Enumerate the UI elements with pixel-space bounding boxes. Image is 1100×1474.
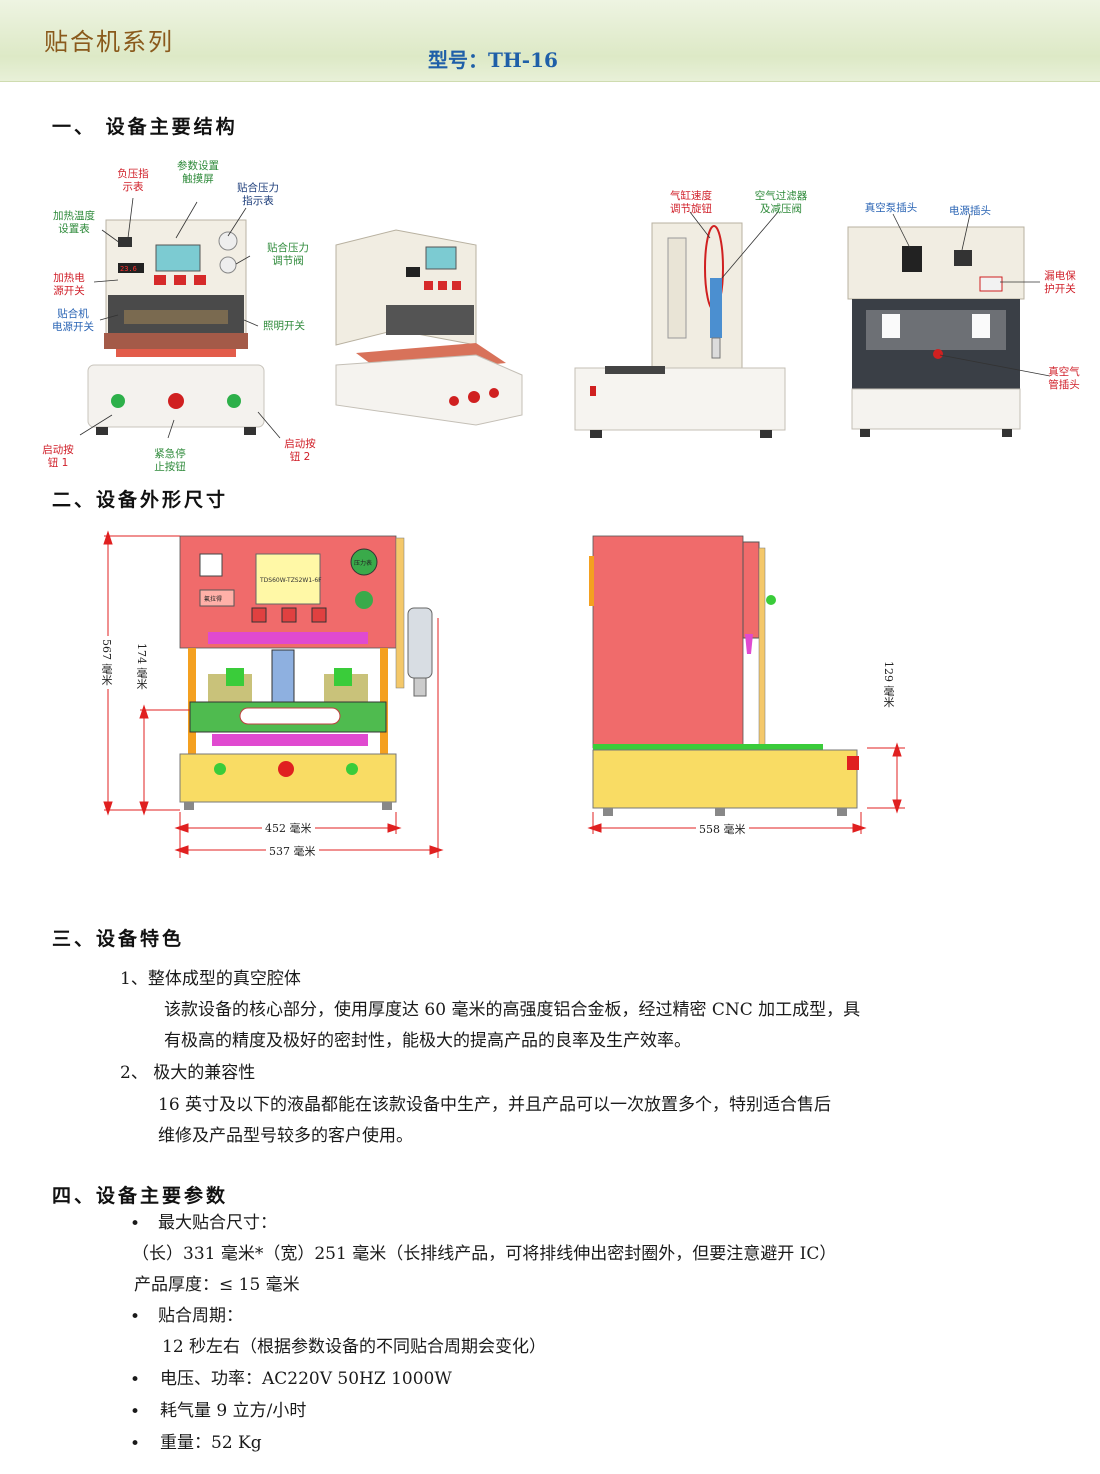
param-1-title: 最大贴合尺寸： [158, 1213, 277, 1233]
callout-vac-pipe-plug: 真空气 管插头 [1048, 366, 1080, 391]
callout-heat-power: 加热电 源开关 [53, 272, 85, 297]
callout-light-switch: 照明开关 [263, 320, 305, 332]
callout-press-gauge: 贴合压力 指示表 [237, 182, 279, 207]
feature-1-title: 1、整体成型的真空腔体 [120, 969, 301, 989]
feature-1-line-1: 该款设备的核心部分，使用厚度达 60 毫米的高强度铝合金板，经过精密 CNC 加… [164, 1000, 861, 1020]
callout-vac-pump-plug: 真空泵插头 [864, 202, 918, 214]
bullet-3: • [130, 1370, 141, 1390]
callout-start-button-2: 启动按 钮 2 [284, 438, 316, 463]
feature-1-line-2: 有极高的精度及极好的密封性，能极大的提高产品的良率及生产效率。 [164, 1031, 691, 1051]
param-3: 电压、功率：AC220V 50HZ 1000W [160, 1369, 452, 1389]
model-title: 型号：TH-16 [428, 48, 558, 72]
callout-machine-power: 贴合机 电源开关 [52, 308, 94, 333]
drawing-gauge-text: 压力表 [354, 559, 372, 567]
callout-air-filter: 空气过滤器 及减压阀 [754, 190, 808, 215]
feature-2-line-2: 维修及产品型号较多的客户使用。 [158, 1126, 413, 1146]
side-dimension-drawing [587, 535, 905, 834]
dim-front-inner-width: 452 毫米 [262, 820, 315, 836]
drawing-panel-text: 氟拉得 [204, 595, 222, 603]
section-heading-params: 四、设备主要参数 [52, 1185, 229, 1207]
callout-emergency-stop: 紧急停 止按钮 [154, 448, 186, 473]
series-title: 贴合机系列 [44, 28, 174, 56]
param-5: 重量：52 Kg [160, 1433, 262, 1453]
header-band [0, 0, 1100, 82]
callout-heat-temp: 加热温度 设置表 [53, 210, 95, 235]
section-heading-features: 三、设备特色 [52, 928, 185, 950]
param-4: 耗气量 9 立方/小时 [160, 1401, 307, 1421]
section-heading-dimensions: 二、设备外形尺寸 [52, 489, 229, 511]
feature-2-line-1: 16 英寸及以下的液晶都能在该款设备中生产，并且产品可以一次放置多个，特别适合售… [158, 1095, 832, 1115]
bullet-1: • [130, 1214, 141, 1234]
dim-side-base-height: 129 毫米 [880, 658, 896, 711]
drawing-screen-text: TDS60W-TZS2W1-6F [259, 577, 322, 584]
bullet-2: • [130, 1307, 141, 1327]
callout-start-button-1: 启动按 钮 1 [42, 444, 74, 469]
callout-power-plug: 电源插头 [949, 205, 991, 217]
dim-side-depth: 558 毫米 [696, 821, 749, 837]
callout-cylinder-knob: 气缸速度 调节旋钮 [670, 190, 712, 215]
section-heading-structure: 一、 设备主要结构 [52, 116, 238, 138]
dim-front-upper: 174 毫米 [133, 640, 149, 693]
callout-leak-switch: 漏电保 护开关 [1044, 270, 1076, 295]
callout-press-valve: 贴合压力 调节阀 [267, 242, 309, 267]
angled-view-photo [335, 229, 523, 426]
callout-vacuum-gauge: 负压指 示表 [117, 168, 149, 193]
param-2-line-1: 12 秒左右（根据参数设备的不同贴合周期会变化） [162, 1337, 547, 1357]
bullet-4: • [130, 1402, 141, 1422]
dim-front-width: 537 毫米 [266, 843, 319, 859]
bullet-5: • [130, 1434, 141, 1454]
svg-text:23.6: 23.6 [120, 265, 137, 273]
callout-touch-screen: 参数设置 触摸屏 [177, 160, 219, 185]
front-view-photo: 23.6 [87, 219, 265, 435]
back-view-photo [847, 226, 1025, 437]
feature-2-title: 2、 极大的兼容性 [120, 1063, 256, 1083]
front-dimension-drawing: TDS60W-TZS2W1-6F 压力表 氟拉得 [103, 530, 444, 858]
dim-front-height: 567 毫米 [98, 636, 114, 689]
param-2-title: 贴合周期： [158, 1306, 243, 1326]
param-1-line-2: 产品厚度：≤ 15 毫米 [134, 1275, 300, 1295]
callout-leaders [79, 197, 1051, 439]
param-1-line-1: （长）331 毫米*（宽）251 毫米（长排线产品，可将排线伸出密封圈外，但要注… [132, 1244, 837, 1264]
side-view-photo [574, 222, 786, 438]
